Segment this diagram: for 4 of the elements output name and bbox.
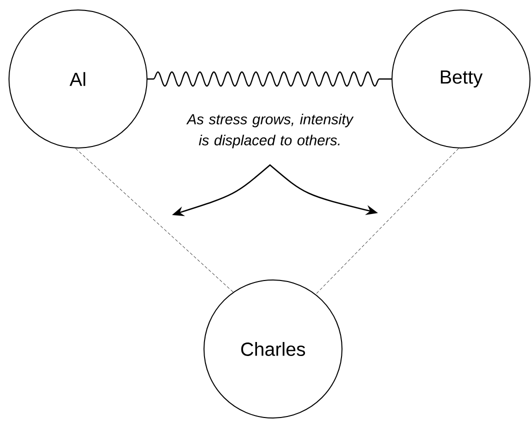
wavy-line: [148, 71, 392, 87]
dashed-line: [75, 148, 234, 292]
caption-text: As stress grows, intensity is displaced to others.: [186, 114, 354, 148]
dashed-line: [316, 148, 459, 294]
